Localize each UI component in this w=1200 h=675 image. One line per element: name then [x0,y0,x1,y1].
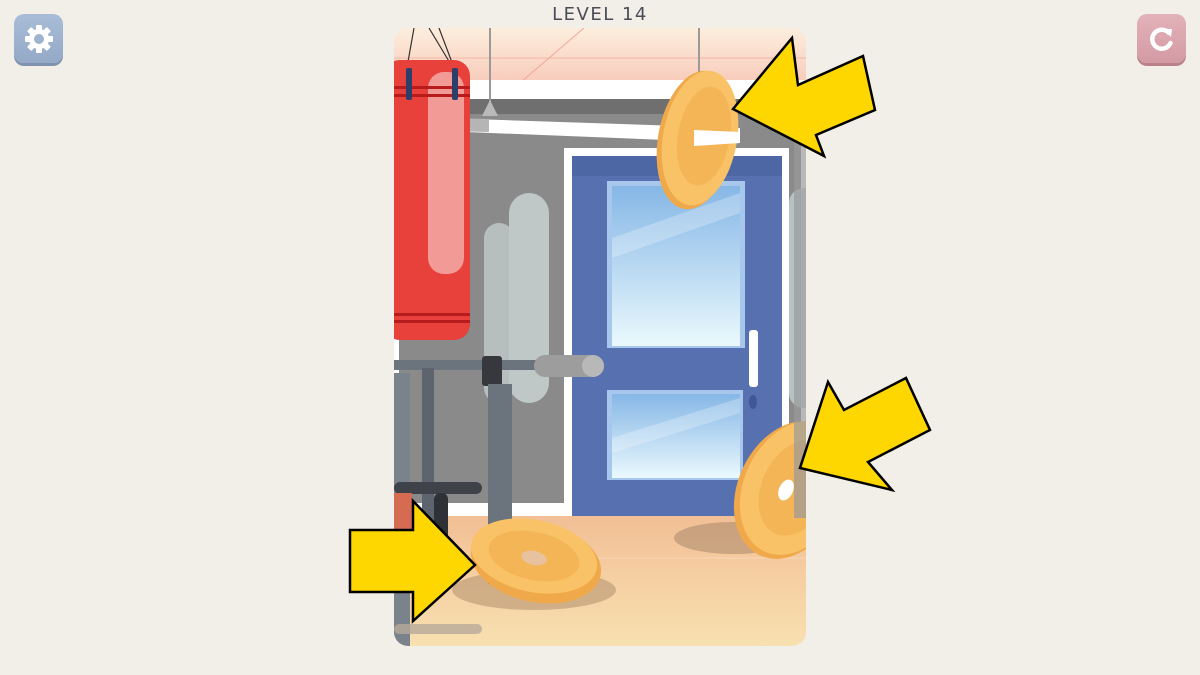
hanging-plate [656,70,740,210]
punching-bag [394,28,470,340]
hint-arrow-middle-right [798,376,932,493]
floor-plate-left [452,518,616,610]
restart-button[interactable] [1137,14,1186,63]
gear-icon [24,24,53,53]
hint-arrow-top-right [731,34,877,159]
hint-arrow-bottom-left [348,497,477,624]
settings-button[interactable] [14,14,63,63]
level-title: LEVEL 14 [552,4,648,25]
restart-icon [1149,26,1173,51]
game-scene[interactable] [394,28,806,646]
